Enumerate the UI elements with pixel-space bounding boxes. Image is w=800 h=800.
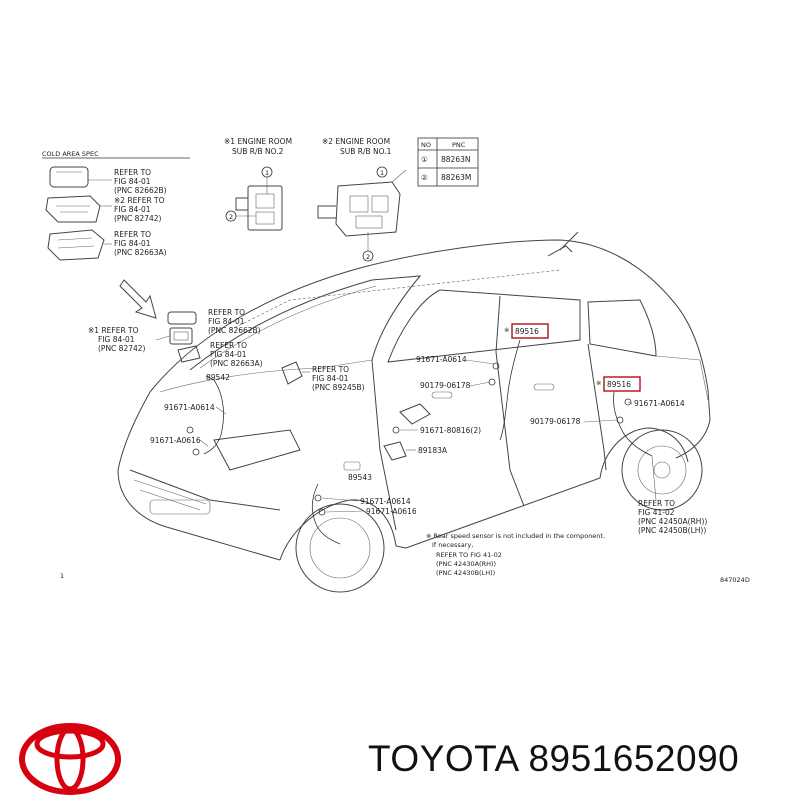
svg-text:88263N: 88263N [441, 155, 470, 164]
bolt-label-left-2: 91671-A0616 [150, 436, 201, 445]
front-sensor-harness [186, 375, 224, 456]
component-89245b [281, 361, 310, 385]
inset-heading: COLD AREA SPEC [42, 150, 99, 158]
svg-text:89516: 89516 [515, 327, 539, 336]
brand-name: TOYOTA [368, 738, 518, 779]
svg-text:※: ※ [504, 326, 509, 334]
relay-part-2 [45, 195, 112, 223]
part-number: 8951652090 [528, 738, 740, 779]
part-89543: 89543 [348, 473, 372, 482]
engine-room-1-label: ※2 ENGINE ROOM SUB R/B NO.1 [322, 137, 392, 156]
refer-mid-3: REFER TO FIG 84-01 (PNC 82663A) [210, 341, 263, 368]
pnc-table: NO PNC ① 88263N ② 88263M [417, 137, 479, 187]
rear-sensor-harness-2 [613, 391, 653, 457]
bolt-label-left-1: 91671-A0614 [164, 403, 215, 412]
part-89516-highlight-front: 89516 [511, 323, 549, 339]
refer-mid-2: ※1 REFER TO FIG 84-01 (PNC 82742) [88, 326, 146, 353]
refer-mid-1: REFER TO FIG 84-01 (PNC 82662B) [208, 308, 261, 335]
bolt-label-b5: 91671-80816(2) [420, 426, 481, 435]
svg-text:NO: NO [421, 141, 431, 149]
svg-text:2: 2 [229, 213, 233, 221]
relay-part-1 [49, 166, 112, 188]
component-82662b [167, 311, 197, 325]
part-89183a [383, 426, 407, 461]
car-outline [117, 231, 711, 593]
bolt-label-b8: 91671-A0614 [360, 497, 411, 506]
bolt-label-b6: 90179-06178 [530, 417, 581, 426]
component-82663a [177, 345, 201, 363]
refer-rear: REFER TO FIG 41-02 (PNC 42450A(RH)) (PNC… [638, 499, 710, 535]
svg-text:89516: 89516 [607, 380, 631, 389]
engine-room-2-label: ※1 ENGINE ROOM SUB R/B NO.2 [224, 137, 294, 156]
svg-text:1: 1 [265, 169, 269, 177]
refer-89245b: REFER TO FIG 84-01 (PNC 89245B) [312, 365, 365, 392]
refer-left-2: ※2 REFER TO FIG 84-01 (PNC 82742) [114, 196, 167, 223]
footnote: ※ Rear speed sensor is not included in t… [426, 532, 607, 549]
toyota-logo-icon [19, 723, 121, 795]
engine-room-sub-rb-2: 1 2 [225, 166, 283, 231]
relay-part-3 [47, 229, 112, 261]
part-89542: 89542 [206, 373, 230, 382]
bolt-label-b7: 91671-A0614 [634, 399, 685, 408]
refer-left-1: REFER TO FIG 84-01 (PNC 82662B) [114, 168, 167, 195]
figure-code: 847024D [720, 576, 750, 584]
arrow-icon [119, 279, 157, 319]
bolt-label-b2: 90179-06178 [420, 381, 471, 390]
brand-part-number: TOYOTA 8951652090 [368, 738, 739, 780]
svg-text:2: 2 [366, 253, 370, 261]
refer-note: REFER TO FIG 41-02 (PNC 42430A(RH)) (PNC… [436, 551, 504, 577]
svg-text:※: ※ [596, 379, 601, 387]
svg-text:②: ② [421, 173, 428, 182]
svg-text:PNC: PNC [452, 141, 466, 149]
svg-text:1: 1 [380, 169, 384, 177]
part-89183a-label: 89183A [418, 446, 448, 455]
svg-text:88263M: 88263M [441, 173, 471, 182]
page-marker: 1 [60, 572, 64, 580]
refer-left-3: REFER TO FIG 84-01 (PNC 82663A) [114, 230, 167, 257]
bolt-label-b1: 91671-A0614 [416, 355, 467, 364]
front-wheel-sensor [312, 461, 361, 545]
component-82742 [169, 327, 193, 345]
part-89516-highlight-rear: 89516 [603, 376, 641, 392]
engine-room-sub-rb-1: 1 2 [317, 166, 407, 262]
svg-text:①: ① [421, 155, 428, 164]
bolt-label-b9: 91671-A0616 [366, 507, 417, 516]
